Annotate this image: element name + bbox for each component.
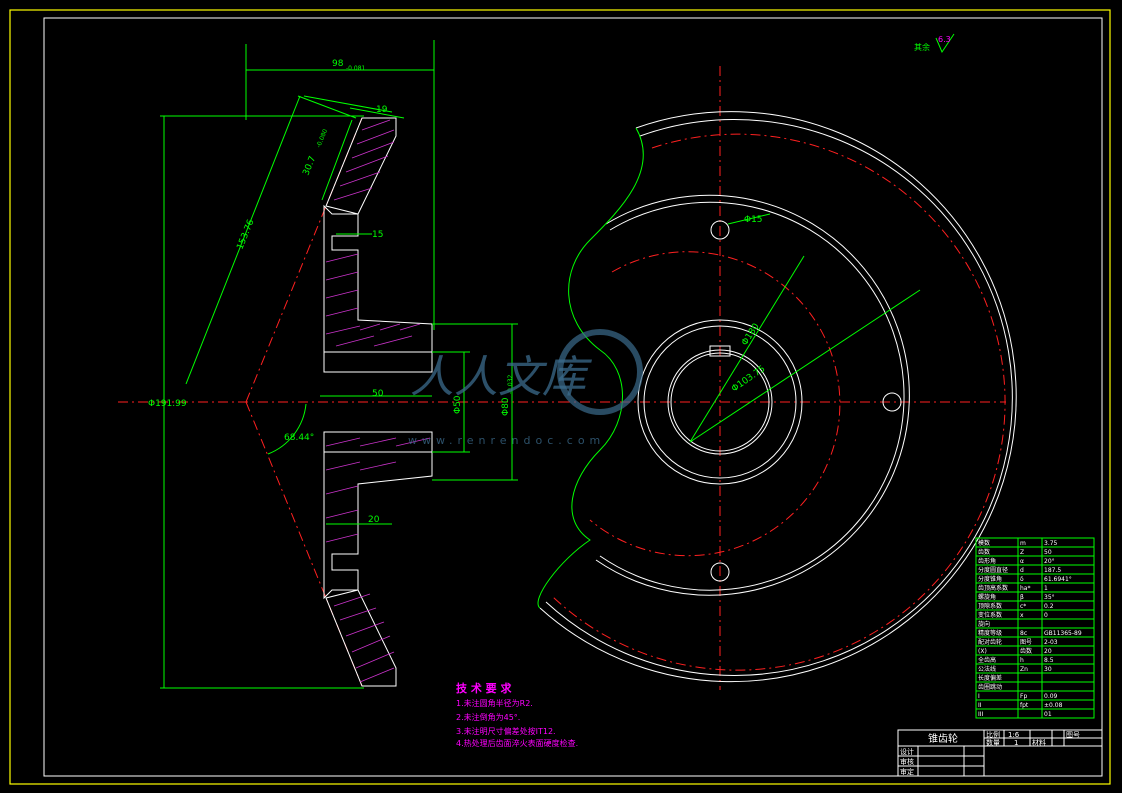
dim-bolt-circle: Φ103.75 bbox=[730, 364, 767, 394]
dim-face-width-tol: -0.080 bbox=[315, 128, 329, 149]
surface-finish-label: 其余 bbox=[914, 42, 930, 52]
tb-row: 审核 bbox=[900, 757, 914, 766]
tech-req-item: 2.未注倒角为45°. bbox=[456, 712, 520, 722]
param-name: 模数 bbox=[978, 539, 990, 547]
param-name: I bbox=[978, 693, 980, 700]
param-name: 顶隙系数 bbox=[978, 602, 1002, 610]
param-symbol: x bbox=[1020, 612, 1024, 619]
dim-pitch-circle: Φ180 bbox=[740, 322, 762, 348]
param-name: 变位系数 bbox=[978, 611, 1002, 619]
scale-value: 1:6 bbox=[1008, 731, 1020, 739]
param-symbol: d bbox=[1020, 567, 1024, 574]
dim-cone-top: 19 bbox=[376, 105, 388, 115]
param-symbol: m bbox=[1020, 540, 1026, 547]
dim-cone-distance: 153.76 bbox=[236, 218, 257, 251]
param-value: ±0.08 bbox=[1044, 702, 1063, 709]
dim-hub-diameter-tol: -0.032 bbox=[507, 374, 514, 394]
param-name: 螺旋角 bbox=[978, 593, 996, 601]
surface-finish-value: 6.3 bbox=[938, 35, 951, 44]
drawing-title: 锥齿轮 bbox=[928, 732, 958, 745]
param-table: 模数 m 3.75 齿数 Z 50 齿形角 α 20° 分度圆直径 d 187.5 分度锥角 δ 61.69… bbox=[975, 537, 1095, 719]
param-symbol: Zn bbox=[1020, 666, 1028, 673]
tech-req-item: 4.热处理后齿面淬火表面硬度检查. bbox=[456, 738, 578, 748]
dim-hub-length: 50 bbox=[372, 389, 384, 399]
param-name: 旋向 bbox=[978, 620, 990, 628]
inner-frame bbox=[43, 17, 1103, 777]
param-value: 8.5 bbox=[1044, 657, 1054, 664]
param-symbol: β bbox=[1020, 594, 1024, 601]
param-symbol: h bbox=[1020, 657, 1024, 664]
param-value: 0.09 bbox=[1044, 693, 1058, 700]
qty-value: 1 bbox=[1014, 739, 1018, 747]
param-symbol: 齿数 bbox=[1020, 647, 1032, 655]
param-name: 齿圈跳动 bbox=[978, 683, 1002, 691]
param-name: 齿形角 bbox=[978, 557, 996, 565]
param-name: 分度锥角 bbox=[978, 575, 1002, 583]
roughness-symbol-icon bbox=[935, 33, 955, 54]
tb-row: 设计 bbox=[900, 747, 914, 756]
param-value: 187.5 bbox=[1044, 567, 1061, 574]
dim-outer-diameter: Φ191.99 bbox=[148, 399, 187, 409]
param-value: 0 bbox=[1044, 612, 1048, 619]
title-block: 锥齿轮 比例 1:6 数量 1 图号 材料 设计 审核 审定 bbox=[897, 729, 1103, 777]
tech-req-item: 1.未注圆角半径为R2. bbox=[456, 698, 533, 708]
param-name: 全齿高 bbox=[978, 656, 996, 664]
tech-req-heading: 技 术 要 求 bbox=[456, 681, 512, 695]
dim-hole: Φ15 bbox=[744, 215, 763, 225]
param-value: 1 bbox=[1044, 585, 1048, 592]
tech-req-item: 3.未注明尺寸偏差处按IT12. bbox=[456, 726, 556, 736]
param-symbol: Z bbox=[1020, 549, 1024, 556]
watermark: 人人文库 bbox=[410, 352, 593, 403]
outer-frame bbox=[9, 9, 1111, 785]
param-value: 50 bbox=[1044, 549, 1052, 556]
param-value: 2-03 bbox=[1044, 639, 1058, 646]
param-name: 齿顶高系数 bbox=[978, 584, 1008, 592]
param-name: 分度圆直径 bbox=[978, 566, 1008, 574]
section-view: 98 -0.081 19 30.7 -0.080 153.76 Φ191.99 … bbox=[118, 40, 560, 689]
param-symbol: δ bbox=[1020, 576, 1024, 583]
param-symbol: c* bbox=[1020, 603, 1026, 610]
param-value: 3.75 bbox=[1044, 540, 1058, 547]
qty-label: 数量 bbox=[986, 738, 1000, 747]
sheet-label: 图号 bbox=[1066, 731, 1080, 739]
param-value: 01 bbox=[1044, 711, 1052, 718]
material-label: 材料 bbox=[1032, 738, 1046, 747]
param-name: 公法线 bbox=[978, 665, 996, 673]
dim-bore: Φ50 bbox=[453, 395, 463, 414]
param-value: 61.6941° bbox=[1044, 576, 1072, 583]
param-symbol: 图号 bbox=[1020, 639, 1032, 646]
param-name: II bbox=[978, 702, 982, 709]
scale-label: 比例 bbox=[986, 730, 1000, 739]
tb-row: 审定 bbox=[900, 767, 914, 776]
param-symbol: ha* bbox=[1020, 585, 1030, 592]
param-symbol: fpt bbox=[1020, 702, 1029, 709]
param-symbol: Fp bbox=[1020, 693, 1027, 700]
param-value: 20° bbox=[1044, 558, 1055, 565]
watermark-url: www.renrendoc.com bbox=[408, 434, 605, 447]
dim-top-width: 98 bbox=[332, 59, 344, 69]
param-name: III bbox=[978, 711, 984, 718]
param-value: GB11365-89 bbox=[1044, 630, 1082, 637]
param-symbol: α bbox=[1020, 558, 1024, 565]
param-name: 齿数 bbox=[978, 548, 990, 556]
param-value: 20 bbox=[1044, 648, 1052, 655]
param-name: 长度偏差 bbox=[978, 674, 1002, 682]
param-name: 精度等级 bbox=[978, 629, 1002, 637]
dim-hub-diameter: Φ80 bbox=[501, 397, 511, 416]
dim-groove: 15 bbox=[372, 230, 383, 240]
dim-top-width-tol: -0.081 bbox=[346, 65, 366, 72]
param-symbol: 8c bbox=[1020, 630, 1027, 637]
dim-face-width: 30.7 bbox=[302, 155, 319, 177]
param-value: 35° bbox=[1044, 594, 1055, 601]
dim-angle: 68.44° bbox=[284, 433, 314, 443]
param-name: (X) bbox=[978, 648, 987, 655]
param-value: 30 bbox=[1044, 666, 1052, 673]
param-name: 配对齿轮 bbox=[978, 638, 1002, 646]
dim-web: 20 bbox=[368, 515, 380, 525]
param-value: 0.2 bbox=[1044, 603, 1054, 610]
front-view: Φ15 Φ180 Φ103.75 bbox=[537, 66, 1017, 690]
